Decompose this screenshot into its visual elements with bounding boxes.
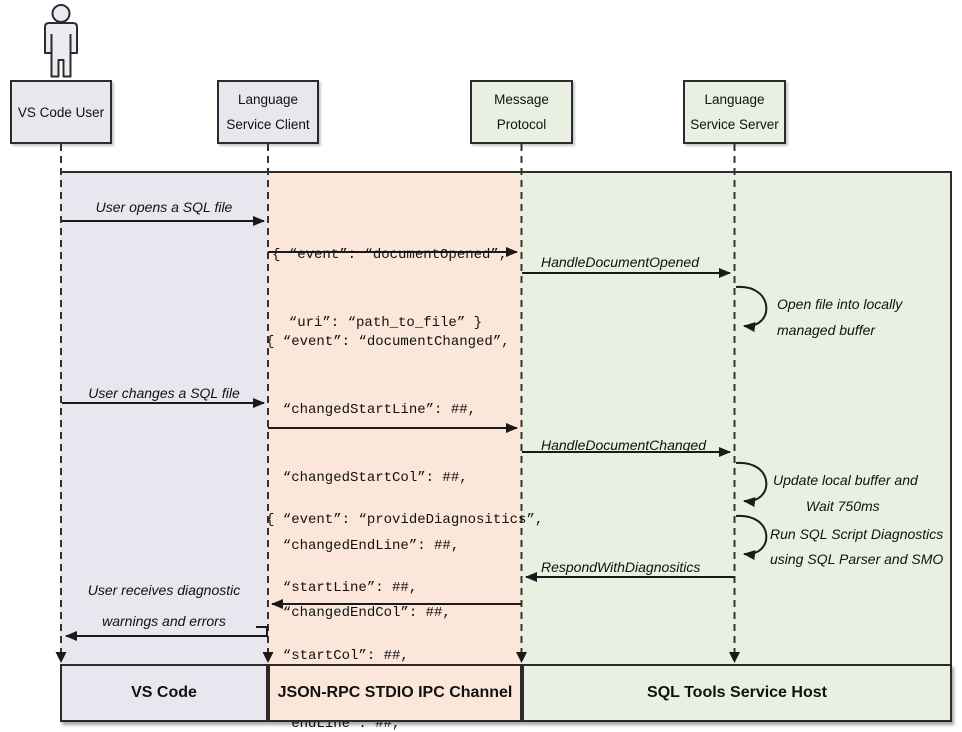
footer-box-service-host: SQL Tools Service Host xyxy=(522,664,952,722)
lane-service-host xyxy=(522,172,950,722)
footer-box-vscode: VS Code xyxy=(60,664,268,722)
actor-box-language-service-client: Language Service Client xyxy=(217,80,319,144)
message-label-receive-diagnostics-line1: User receives diagnostic xyxy=(87,582,241,598)
lane-border-top xyxy=(60,171,952,173)
actor-label: Service Client xyxy=(226,117,310,132)
message-label-respond-with-diagnostics: RespondWithDiagnositics xyxy=(541,559,701,575)
message-label-change-file: User changes a SQL file xyxy=(88,385,240,401)
lane-border-right xyxy=(950,171,952,722)
message-label-receive-diagnostics-line2: warnings and errors xyxy=(102,613,226,629)
note-update-buffer-line1: Update local buffer and xyxy=(773,472,918,488)
footer-label: JSON-RPC STDIO IPC Channel xyxy=(277,684,513,701)
actor-box-vscode-user: VS Code User xyxy=(10,80,112,144)
payload-line: “startCol”: ##, xyxy=(266,647,409,664)
footer-label: VS Code xyxy=(131,684,197,701)
actor-box-message-protocol: Message Protocol xyxy=(470,80,573,144)
payload-provide-diagnostics: { “event”: “provideDiagnositics”, “start… xyxy=(266,464,543,732)
note-update-buffer-line2: Wait 750ms xyxy=(806,498,880,514)
footer-label: SQL Tools Service Host xyxy=(647,684,827,701)
payload-line: { “event”: “provideDiagnositics”, xyxy=(266,512,544,529)
payload-line: “changedStartLine”: ##, xyxy=(266,401,477,418)
message-label-handle-document-opened: HandleDocumentOpened xyxy=(541,254,699,270)
lane-ipc-channel xyxy=(268,172,522,722)
payload-document-opened: { “event”: “documentOpened”, “uri”: “pat… xyxy=(272,199,507,380)
actor-label: Language xyxy=(704,92,765,107)
payload-line: { “event”: “documentChanged”, xyxy=(266,334,510,351)
note-open-buffer-line1: Open file into locally xyxy=(777,296,903,312)
actor-label: VS Code User xyxy=(17,104,105,120)
note-run-diagnostics-line1: Run SQL Script Diagnostics xyxy=(770,526,944,542)
actor-label: Message xyxy=(494,92,549,107)
message-label-handle-document-changed: HandleDocumentChanged xyxy=(541,437,706,453)
actor-label: Language xyxy=(237,92,299,107)
actor-label: Protocol xyxy=(496,117,547,132)
footer-box-ipc-channel: JSON-RPC STDIO IPC Channel xyxy=(268,664,522,722)
payload-line: { “event”: “documentOpened”, xyxy=(272,247,508,264)
payload-line: “startLine”: ##, xyxy=(266,579,418,596)
payload-line: “changedEndCol”: ##, xyxy=(266,605,451,622)
payload-line: “changedEndLine”: ##, xyxy=(266,537,460,554)
note-open-buffer-line2: managed buffer xyxy=(777,322,876,338)
actor-label: Service Server xyxy=(690,117,779,132)
actor-box-language-service-server: Language Service Server xyxy=(683,80,786,144)
note-run-diagnostics-line2: using SQL Parser and SMO xyxy=(770,551,944,567)
lane-vscode xyxy=(60,172,268,722)
payload-line: “uri”: “path_to_file” } xyxy=(272,314,483,331)
payload-line: “changedStartCol”: ##, xyxy=(266,469,468,486)
message-label-open-file: User opens a SQL file xyxy=(95,199,233,215)
user-icon xyxy=(44,4,78,78)
